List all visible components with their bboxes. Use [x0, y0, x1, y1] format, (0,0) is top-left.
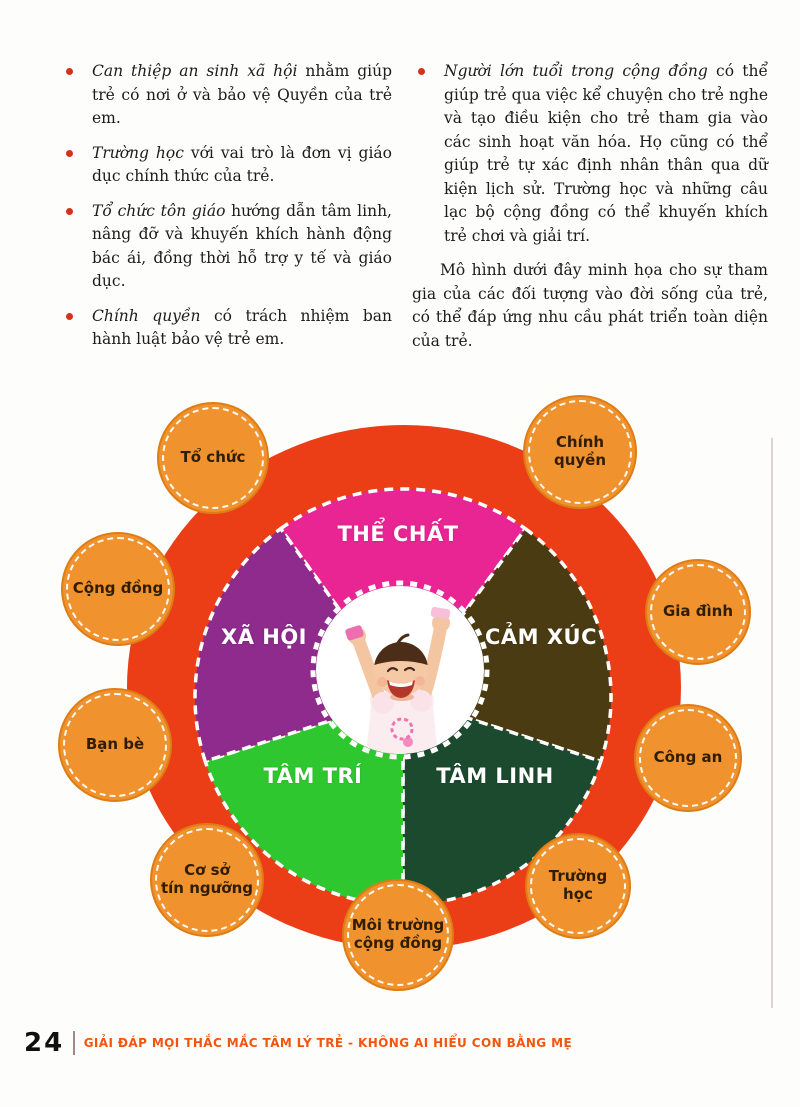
bullet-dot-icon [418, 68, 425, 75]
left-text-column: Can thiệp an sinh xã hội nhằm giúp trẻ c… [60, 60, 392, 363]
satellite-label: Chính quyền [553, 433, 607, 469]
segment-tam-tri [203, 695, 405, 907]
bullet-text: có thể giúp trẻ qua việc kể chuyện cho t… [444, 62, 768, 245]
footer-divider [73, 1031, 75, 1055]
closing-paragraph: Mô hình dưới đây minh họa cho sự tham gi… [412, 261, 768, 350]
footer-book-title: GIẢI ĐÁP MỌI THẮC MẮC TÂM LÝ TRẺ - KHÔNG… [83, 1036, 573, 1050]
page-number: 24 [24, 1028, 65, 1058]
bullet-text: nhằm giúp trẻ có nơi ở và bảo vệ Quyền c… [92, 62, 392, 127]
bullet-item: Can thiệp an sinh xã hội nhằm giúp trẻ c… [60, 60, 392, 131]
bullet-text: có trách nhiệm ban hành luật bảo vệ trẻ … [92, 306, 393, 349]
wheel-graphic [127, 425, 681, 949]
baby-photo [345, 606, 451, 754]
page-edge-shadow [771, 438, 773, 1008]
center-circle-dashed-edge [310, 580, 490, 760]
segment-label-cam-xuc: CẢM XÚC [484, 625, 598, 649]
satellite-label: Cơ sở tín ngưỡng [160, 861, 254, 897]
satellite-label: Công an [653, 748, 723, 767]
bullet-lead: Chính quyền [92, 306, 201, 325]
satellite-label: Tổ chức [180, 448, 246, 467]
bullet-dot-icon [66, 207, 73, 215]
segment-label-tam-tri: TÂM TRÍ [263, 764, 363, 788]
satellite-label: Bạn bè [85, 735, 145, 754]
bullet-lead: Người lớn tuổi trong cộng đồng [444, 62, 708, 80]
bullet-item: Chính quyền có trách nhiệm ban hành luật… [60, 305, 392, 352]
bullet-lead: Can thiệp an sinh xã hội [92, 62, 298, 80]
page-footer: 24 GIẢI ĐÁP MỌI THẮC MẮC TÂM LÝ TRẺ - KH… [24, 1028, 572, 1058]
satellite-label: Trường học [548, 867, 608, 903]
bullet-dot-icon [66, 149, 73, 157]
right-text-column: Người lớn tuổi trong cộng đồng có thể gi… [412, 60, 768, 353]
satellite-moi-truong-cong-dong: Môi trường cộng đồng [342, 879, 454, 991]
satellite-truong-hoc: Trường học [525, 833, 631, 939]
bullet-item: Người lớn tuổi trong cộng đồng có thể gi… [412, 60, 768, 248]
satellite-cong-dong: Cộng đồng [61, 532, 175, 646]
bullet-text: hướng dẫn tâm linh, nâng đỡ và khuyến kh… [92, 201, 392, 291]
bullet-dot-icon [66, 68, 73, 75]
segment-label-tam-linh: TÂM LINH [436, 764, 554, 788]
bullet-item: Trường học với vai trò là đơn vị giáo dụ… [60, 142, 392, 189]
satellite-label: Gia đình [662, 602, 734, 621]
satellite-to-chuc: Tổ chức [157, 402, 269, 514]
segment-label-xa-hoi: XÃ HỘI [221, 625, 307, 649]
bullet-dot-icon [66, 312, 73, 320]
satellite-label: Cộng đồng [72, 579, 164, 598]
child-development-wheel-diagram: THỂ CHẤT CẢM XÚC TÂM LINH TÂM TRÍ XÃ HỘI… [0, 385, 800, 1010]
bullet-item: Tổ chức tôn giáo hướng dẫn tâm linh, nân… [60, 200, 392, 294]
bullet-lead: Trường học [92, 143, 184, 162]
satellite-gia-dinh: Gia đình [645, 559, 751, 665]
bullet-lead: Tổ chức tôn giáo [92, 201, 226, 220]
satellite-ban-be: Bạn bè [58, 688, 172, 802]
segment-label-the-chat: THỂ CHẤT [337, 522, 459, 546]
bullet-text: với vai trò là đơn vị giáo dục chính thứ… [92, 143, 393, 186]
segment-tam-linh [401, 695, 603, 907]
satellite-co-so-tin-nguong: Cơ sở tín ngưỡng [150, 823, 264, 937]
satellite-cong-an: Công an [634, 704, 742, 812]
satellite-label: Môi trường cộng đồng [351, 916, 445, 952]
satellite-chinh-quyen: Chính quyền [523, 395, 637, 509]
